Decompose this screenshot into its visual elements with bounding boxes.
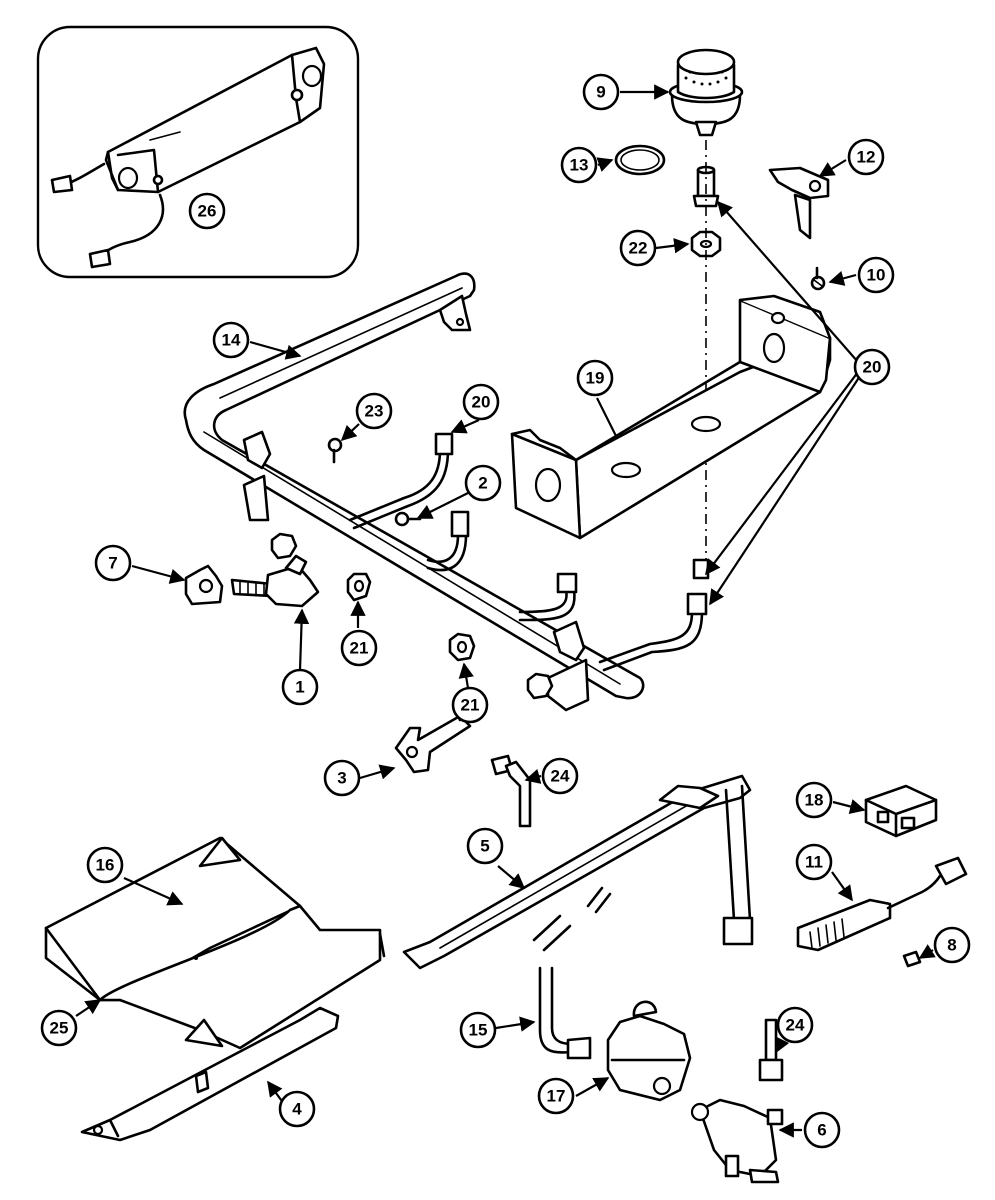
callout-20-center: 20	[462, 383, 500, 421]
svg-text:26: 26	[198, 202, 217, 221]
callout-25: 25	[40, 1009, 78, 1047]
svg-text:23: 23	[365, 402, 384, 421]
part-9-burner-head	[668, 48, 744, 137]
part-15-tube	[532, 886, 612, 1060]
callout-20-right: 20	[853, 348, 891, 386]
svg-text:17: 17	[547, 1087, 566, 1106]
callout-2: 2	[464, 464, 502, 502]
callout-5: 5	[466, 827, 504, 865]
svg-text:18: 18	[805, 791, 824, 810]
part-10-screw	[810, 266, 826, 291]
part-4-lower-burner	[80, 1006, 340, 1142]
svg-text:19: 19	[586, 369, 605, 388]
part-7-bracket	[184, 564, 224, 606]
svg-text:25: 25	[50, 1019, 69, 1038]
part-5-burner-tube	[402, 774, 754, 970]
callout-8: 8	[933, 926, 971, 964]
svg-text:20: 20	[863, 358, 882, 377]
callout-11: 11	[795, 843, 833, 881]
callout-17: 17	[537, 1077, 575, 1115]
nut-left	[270, 532, 298, 560]
callout-22: 22	[619, 229, 657, 267]
callout-23: 23	[355, 392, 393, 430]
part-2-screw	[394, 511, 422, 527]
svg-text:8: 8	[947, 936, 956, 955]
svg-text:22: 22	[629, 239, 648, 258]
callout-16: 16	[86, 846, 124, 884]
svg-text:3: 3	[337, 769, 346, 788]
svg-text:9: 9	[596, 83, 605, 102]
callout-15: 15	[459, 1011, 497, 1049]
svg-text:10: 10	[867, 266, 886, 285]
callout-18: 18	[795, 781, 833, 819]
callout-24-lower: 24	[776, 1006, 814, 1044]
part-11-spark-module	[796, 856, 968, 952]
part-1-valve	[230, 554, 320, 608]
svg-text:12: 12	[857, 148, 876, 167]
callout-13: 13	[560, 146, 598, 184]
svg-text:7: 7	[108, 554, 117, 573]
svg-text:15: 15	[469, 1021, 488, 1040]
callout-1: 1	[281, 668, 319, 706]
part-21-nut-upper	[346, 572, 372, 602]
gas-tubes	[348, 432, 710, 672]
svg-text:1: 1	[295, 678, 304, 697]
callout-9: 9	[582, 73, 620, 111]
part-24-tube-upper	[490, 754, 532, 828]
nut-right	[526, 672, 554, 700]
part-24-tube-lower	[758, 1018, 784, 1082]
callout-24-upper: 24	[541, 757, 579, 795]
svg-text:4: 4	[292, 1100, 302, 1119]
svg-text:6: 6	[817, 1121, 826, 1140]
part-26-ignitor-bracket	[50, 46, 326, 269]
svg-text:2: 2	[478, 474, 487, 493]
orifice-tube	[692, 165, 720, 208]
callout-19: 19	[576, 359, 614, 397]
inset-panel	[36, 25, 360, 279]
svg-text:16: 16	[96, 856, 115, 875]
svg-text:13: 13	[570, 156, 589, 175]
callout-26: 26	[188, 192, 226, 230]
callout-3: 3	[323, 759, 361, 797]
svg-text:14: 14	[222, 331, 241, 350]
callout-7: 7	[94, 544, 132, 582]
svg-text:5: 5	[480, 837, 489, 856]
part-17-regulator	[606, 1000, 692, 1102]
svg-text:20: 20	[472, 393, 491, 412]
svg-text:24: 24	[786, 1016, 805, 1035]
part-18-block	[864, 784, 938, 838]
part-19-burner-box	[510, 294, 832, 540]
svg-text:24: 24	[551, 767, 570, 786]
callout-21-upper: 21	[340, 629, 378, 667]
part-23-screw	[327, 437, 343, 464]
part-14-manifold-frame	[183, 272, 645, 712]
leader-lines	[75, 84, 936, 1138]
callout-4: 4	[278, 1090, 316, 1128]
callout-10: 10	[857, 256, 895, 294]
part-25-burner-shield	[44, 836, 386, 1050]
part-21-nut-lower	[448, 632, 476, 662]
svg-text:21: 21	[350, 639, 369, 658]
part-6-valve	[690, 1098, 784, 1184]
callout-21-lower: 21	[451, 686, 489, 724]
callout-6: 6	[803, 1111, 841, 1149]
callout-14: 14	[212, 321, 250, 359]
svg-text:21: 21	[461, 696, 480, 715]
part-8-screw	[902, 950, 922, 968]
part-12-bracket	[768, 166, 830, 240]
svg-text:11: 11	[805, 853, 823, 872]
part-13-o-ring	[614, 144, 666, 176]
callout-12: 12	[847, 138, 885, 176]
